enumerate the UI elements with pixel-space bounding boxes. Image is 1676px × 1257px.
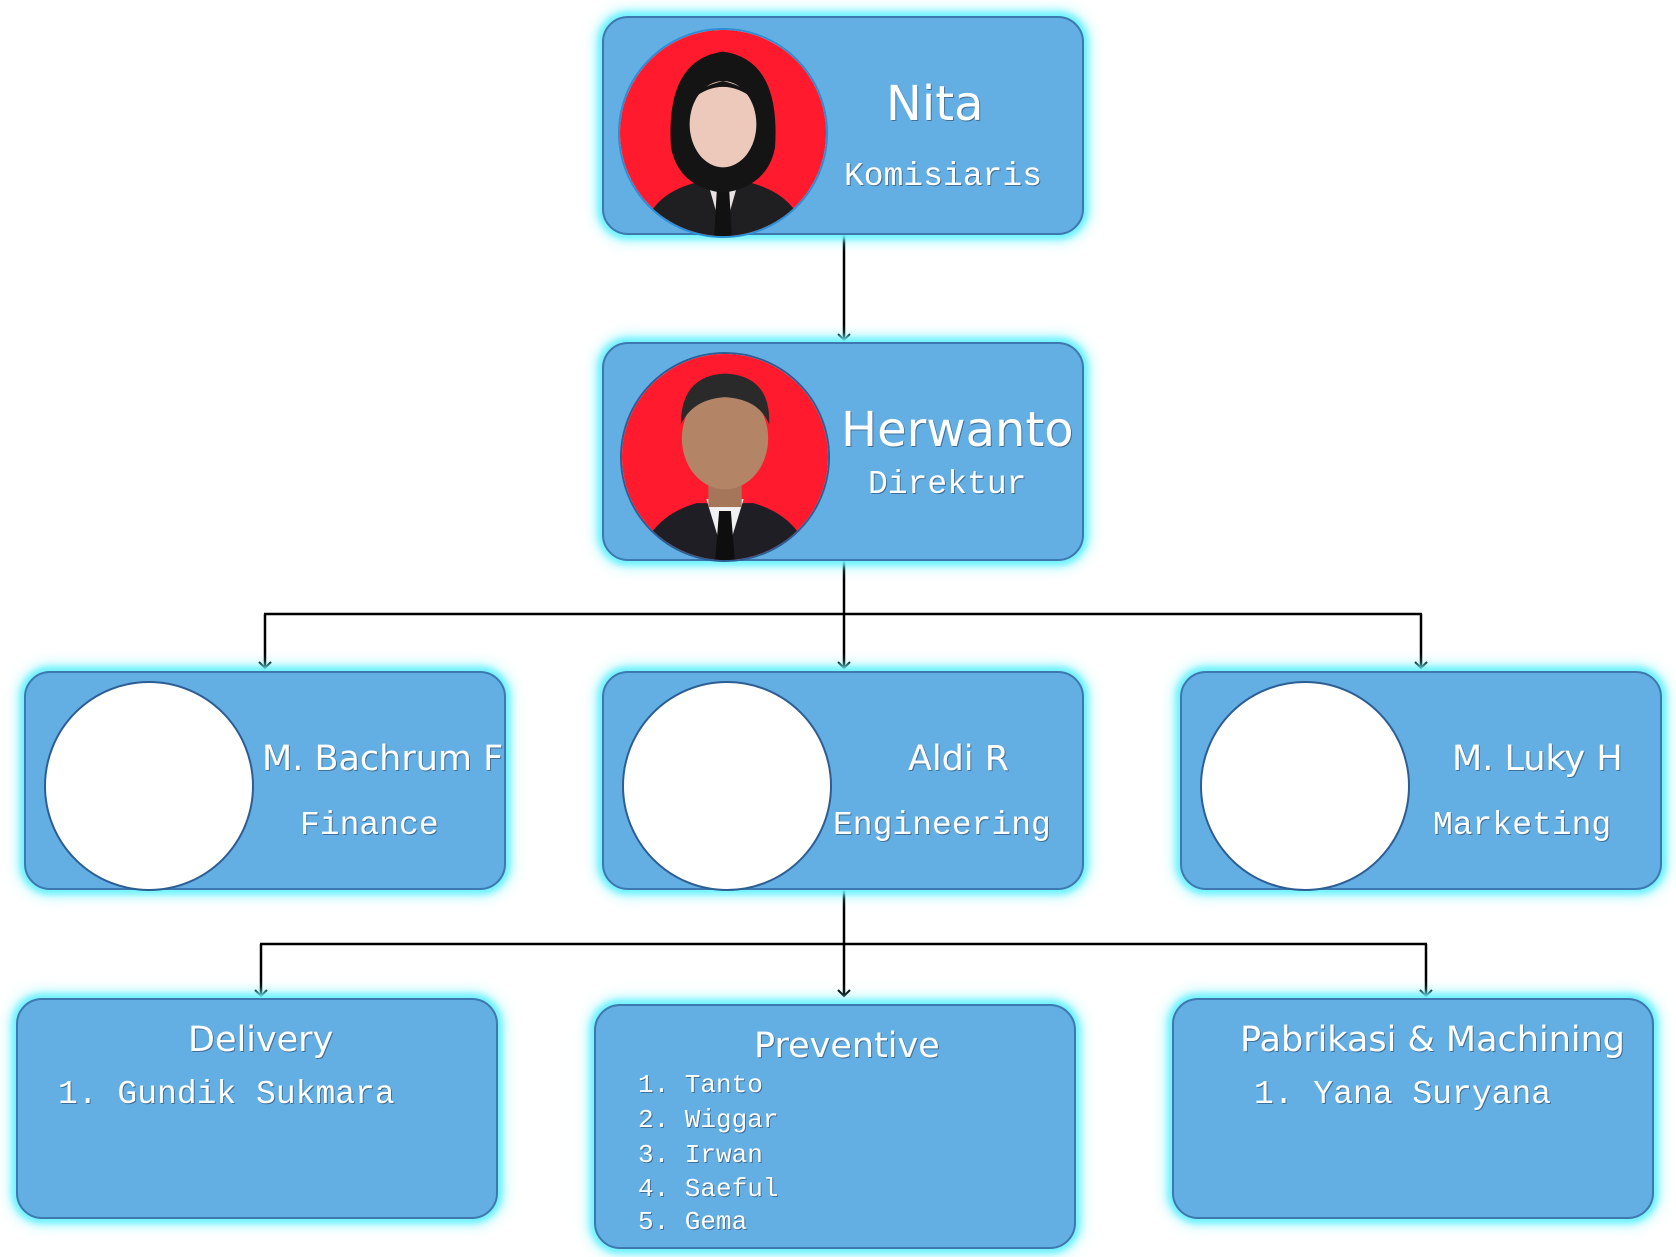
node-finance: M. Bachrum F Finance — [24, 671, 506, 891]
engineering-role: Engineering — [833, 807, 1051, 844]
preventive-member: 1. Tanto — [638, 1070, 763, 1100]
pabrikasi-title: Pabrikasi & Machining — [1240, 1020, 1626, 1060]
pabrikasi-member: 1. Yana Suryana — [1254, 1076, 1552, 1113]
finance-manager-name: M. Bachrum F — [262, 739, 504, 779]
direktur-role: Direktur — [868, 466, 1027, 503]
engineering-manager-name: Aldi R — [908, 739, 1010, 779]
person-portrait-icon — [620, 30, 826, 236]
avatar-photo — [618, 28, 828, 238]
node-komisaris: Nita Komisiaris — [602, 16, 1084, 238]
node-marketing: M. Luky H Marketing — [1180, 671, 1662, 891]
node-direktur: Herwanto Direktur — [602, 342, 1084, 562]
person-portrait-icon — [622, 354, 828, 560]
preventive-member: 4. Saeful — [638, 1174, 779, 1204]
preventive-member: 3. Irwan — [638, 1140, 763, 1170]
finance-role: Finance — [300, 807, 439, 844]
avatar-placeholder — [622, 681, 832, 891]
node-engineering: Aldi R Engineering — [602, 671, 1084, 891]
komisaris-role: Komisiaris — [844, 158, 1043, 195]
avatar-placeholder — [1200, 681, 1410, 891]
delivery-title: Delivery — [188, 1020, 334, 1060]
node-delivery: Delivery 1. Gundik Sukmara — [16, 998, 498, 1219]
avatar-photo — [620, 352, 830, 562]
marketing-manager-name: M. Luky H — [1452, 739, 1623, 779]
marketing-role: Marketing — [1433, 807, 1612, 844]
node-pabrikasi-machining: Pabrikasi & Machining 1. Yana Suryana — [1172, 998, 1654, 1219]
komisaris-name: Nita — [886, 76, 984, 132]
delivery-member: 1. Gundik Sukmara — [58, 1076, 395, 1113]
direktur-name: Herwanto — [841, 402, 1074, 458]
node-preventive: Preventive 1. Tanto 2. Wiggar 3. Irwan 4… — [594, 1004, 1076, 1249]
preventive-member: 2. Wiggar — [638, 1105, 779, 1135]
avatar-placeholder — [44, 681, 254, 891]
preventive-title: Preventive — [754, 1026, 940, 1066]
preventive-member: 5. Gema — [638, 1207, 748, 1237]
